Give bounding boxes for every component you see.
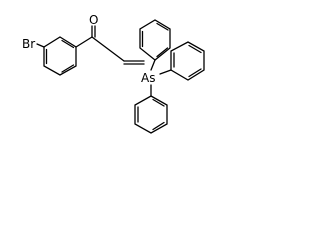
ylide-double-bond xyxy=(123,60,145,65)
arsenic-right-phenyl-bond xyxy=(159,69,172,75)
arsenic-label: As xyxy=(141,71,155,85)
bottom-phenyl-ring xyxy=(134,95,168,134)
top-phenyl-ring xyxy=(139,19,171,61)
bromine-bond xyxy=(36,43,45,48)
chemical-structure-diagram: Br O As xyxy=(22,13,205,134)
bromine-label: Br xyxy=(22,37,35,51)
carbonyl-alpha-bond xyxy=(91,36,125,62)
arsenic-top-phenyl-bond xyxy=(150,59,156,71)
carbonyl-double-bond xyxy=(91,25,96,38)
aryl-carbonyl-bond xyxy=(75,36,93,48)
bromophenyl-ring xyxy=(43,36,77,76)
right-phenyl-ring xyxy=(170,41,205,81)
oxygen-label: O xyxy=(89,13,98,27)
